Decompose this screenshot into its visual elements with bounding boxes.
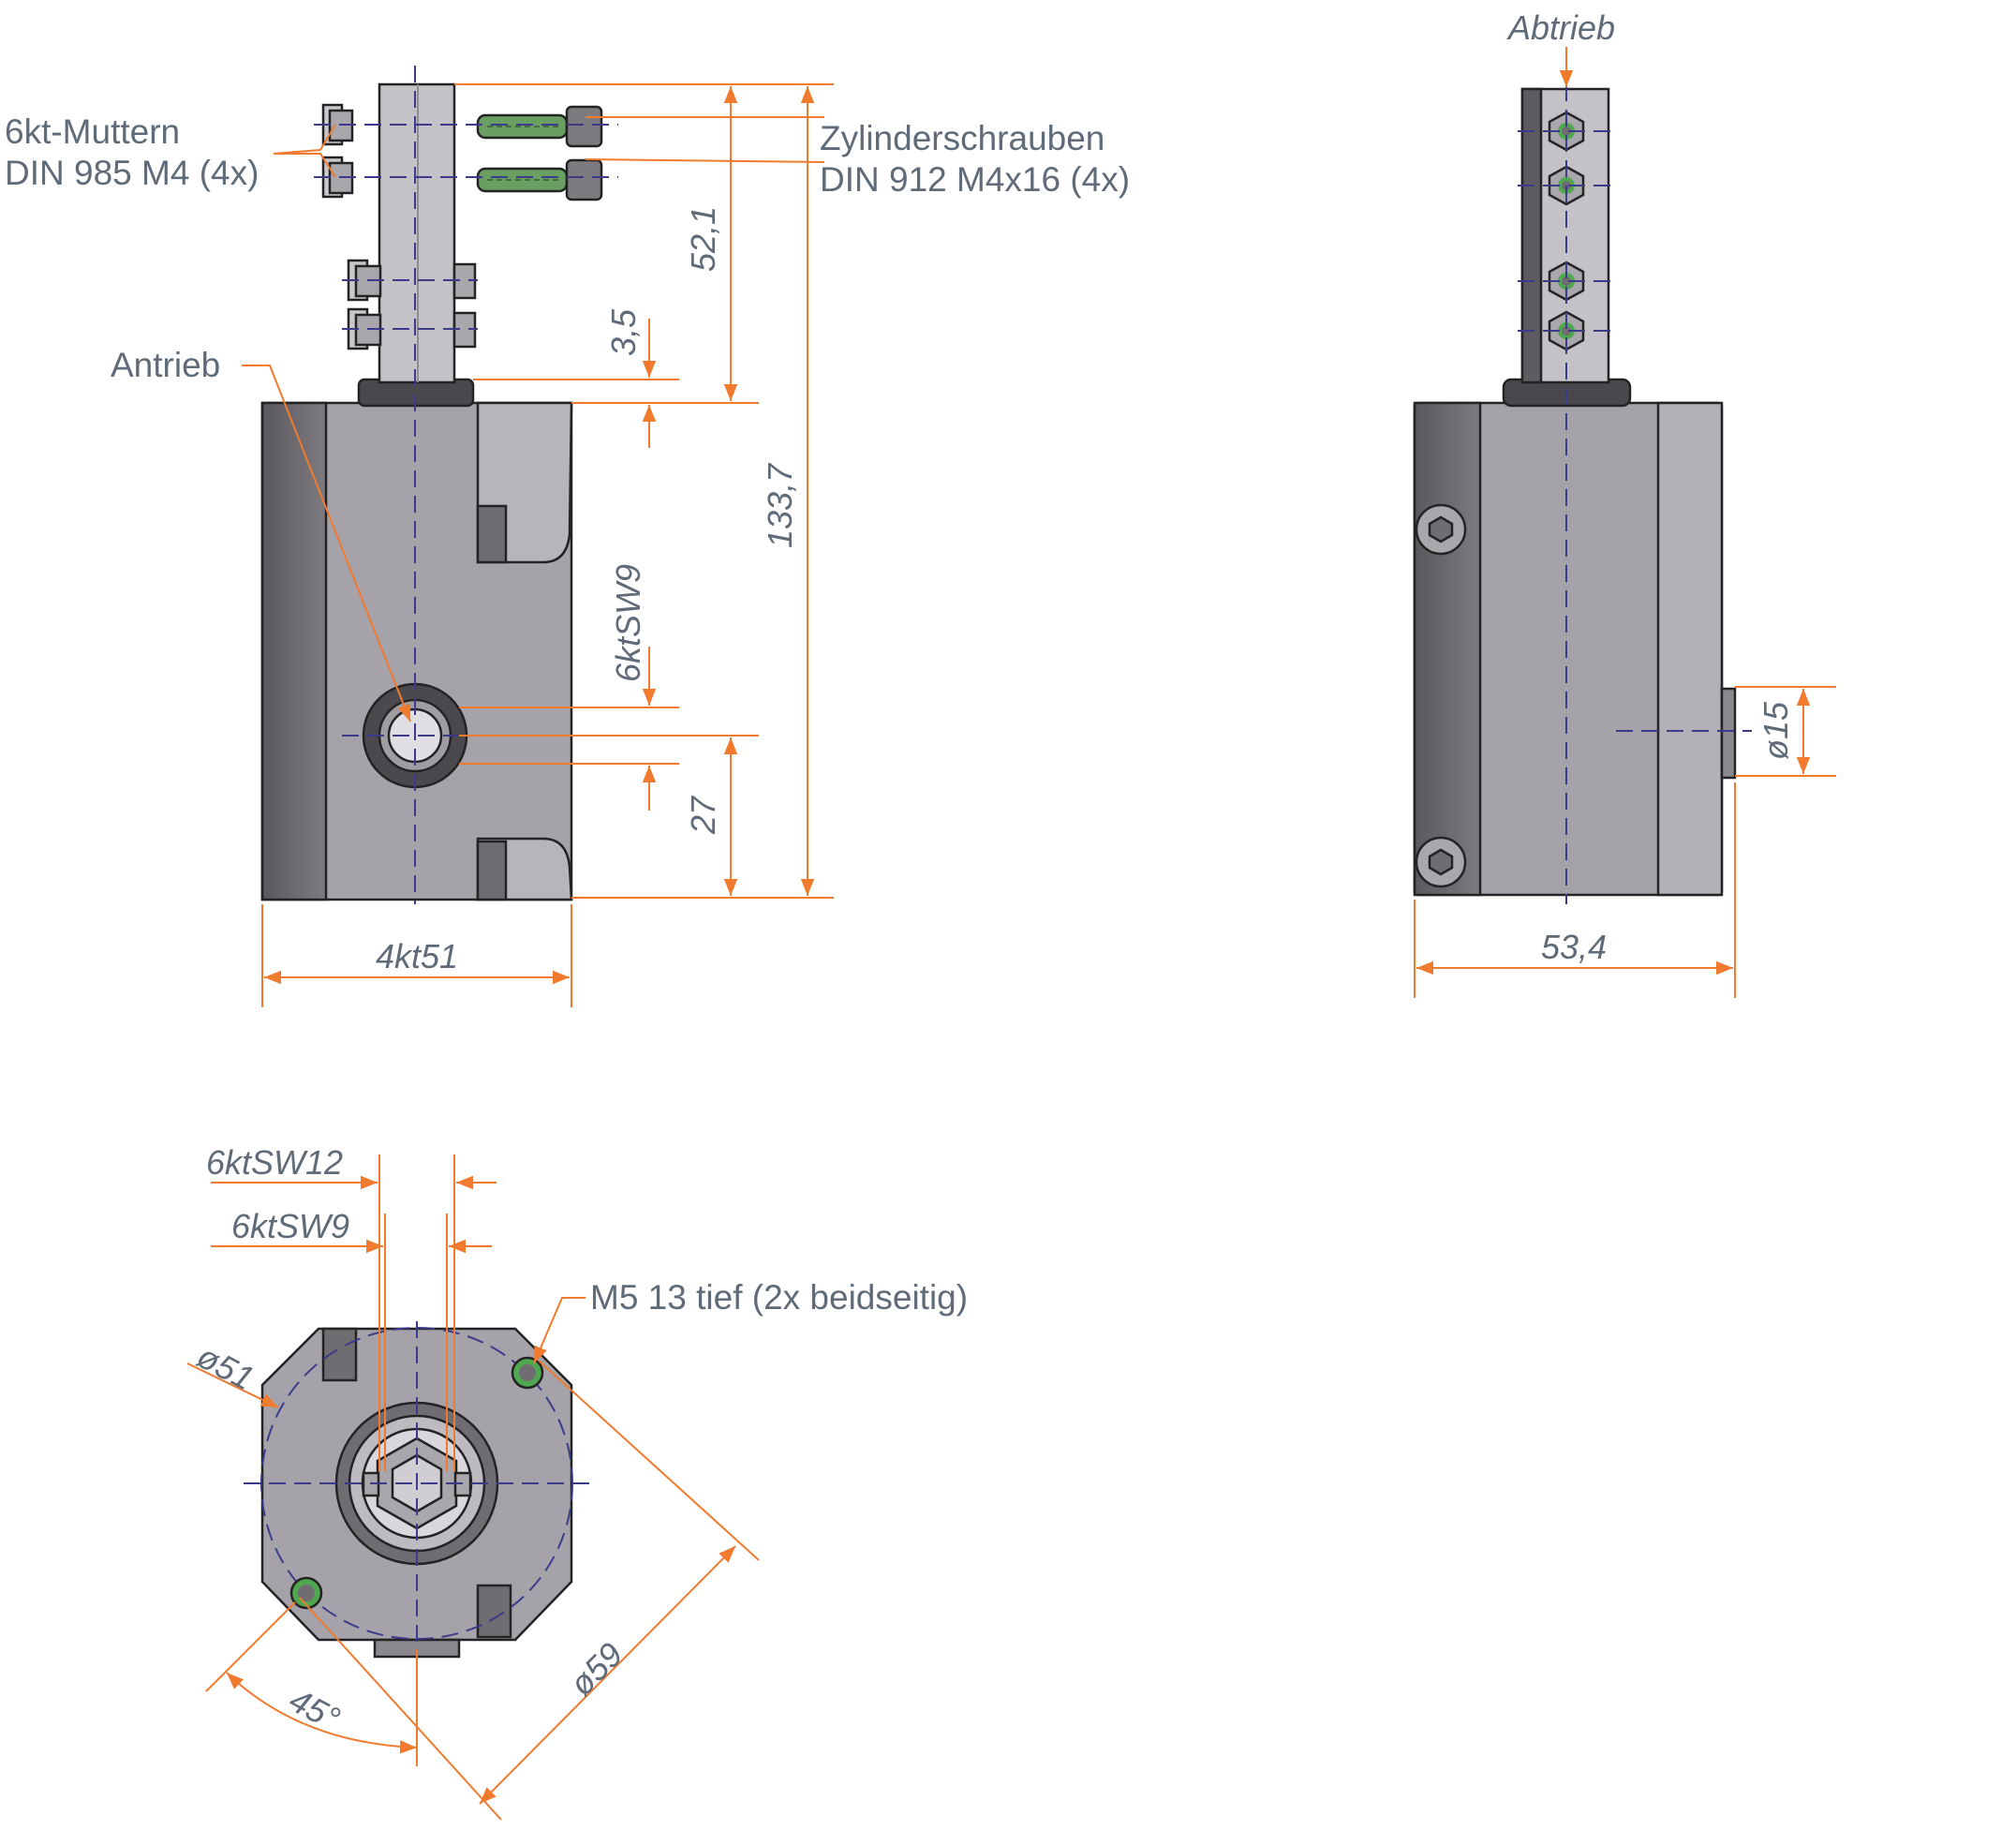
dim-53-4: 53,4	[1541, 928, 1607, 966]
side-housing-dark-edge	[1413, 401, 1482, 897]
dim-27: 27	[684, 795, 722, 835]
front-cylinder-screws	[476, 105, 603, 201]
dim-133-7: 133,7	[761, 462, 799, 548]
nuts-label-line1: 6kt-Muttern	[5, 112, 180, 151]
dim-d59: ø59	[562, 1635, 630, 1704]
bottom-view	[186, 1154, 760, 1821]
dim-52-1: 52,1	[684, 206, 722, 272]
front-housing-dark-side	[260, 401, 328, 901]
screws-label-line1: Zylinderschrauben	[820, 119, 1104, 157]
antrieb-label: Antrieb	[111, 346, 220, 384]
dim-6ktsw9-bottom: 6ktSW9	[231, 1207, 349, 1245]
front-slot-top	[476, 504, 508, 564]
abtrieb-label: Abtrieb	[1506, 8, 1615, 47]
nuts-label-line2: DIN 985 M4 (4x)	[5, 154, 259, 192]
dim-6ktsw12: 6ktSW12	[206, 1143, 343, 1182]
screws-label-line2: DIN 912 M4x16 (4x)	[820, 160, 1130, 199]
side-port	[1720, 687, 1737, 780]
front-hex-nuts-upper	[321, 103, 354, 199]
thread-label: M5 13 tief (2x beidseitig)	[590, 1278, 968, 1317]
side-housing-light-strip	[1656, 401, 1724, 897]
dim-45-deg: 45°	[283, 1680, 346, 1738]
dim-d51: ø51	[191, 1336, 260, 1397]
front-view	[242, 66, 834, 1007]
side-view	[1413, 47, 1836, 998]
dim-d15: ø15	[1757, 701, 1795, 760]
dim-3-5: 3,5	[604, 308, 643, 356]
front-slot-bottom	[476, 840, 508, 901]
side-shaft-nuts	[1548, 111, 1585, 351]
dim-6ktsw9-front: 6ktSW9	[609, 564, 647, 682]
dim-4kt51: 4kt51	[376, 937, 458, 975]
